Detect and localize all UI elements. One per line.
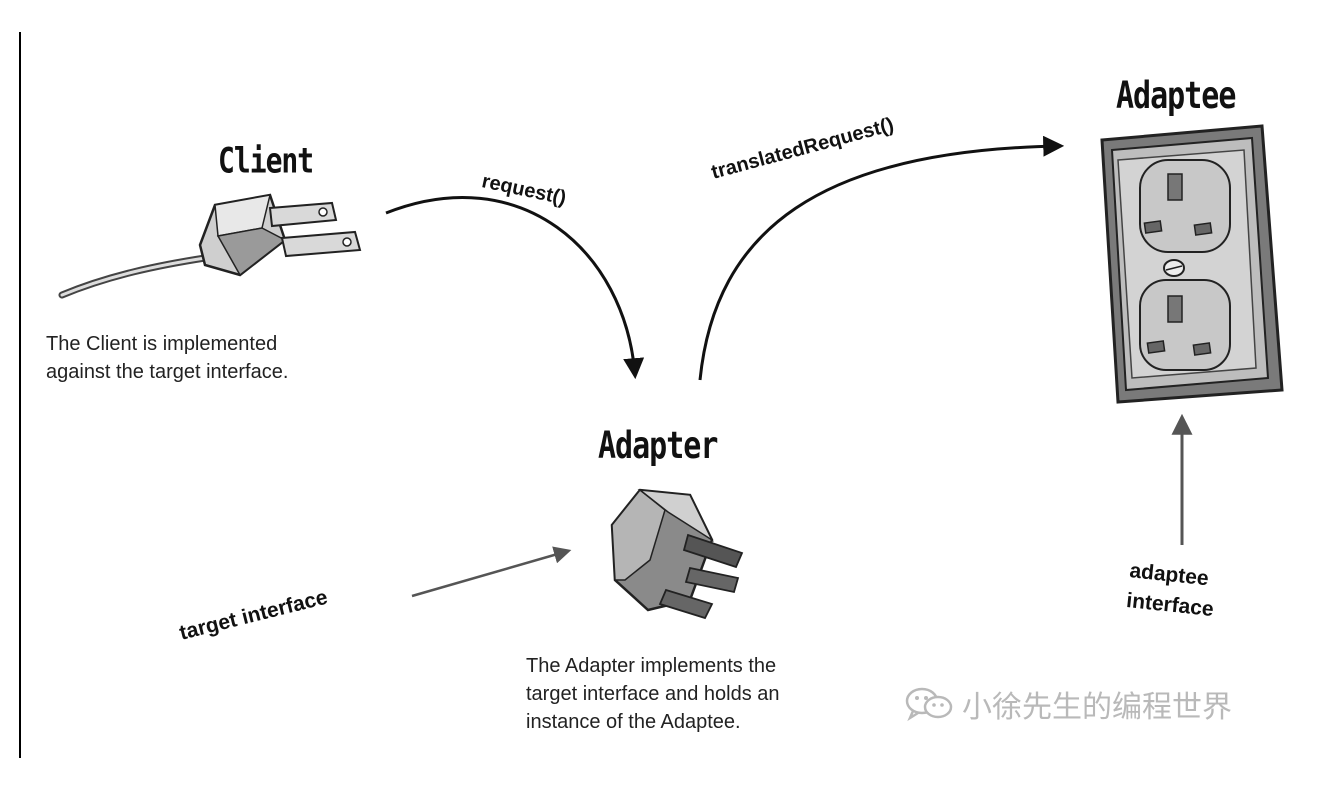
translated-request-arrow [698, 135, 1065, 381]
client-caption-line: against the target interface. [46, 361, 289, 383]
target-interface-arrow [411, 546, 572, 598]
adapter-caption-line: instance of the Adaptee. [526, 711, 741, 733]
adapter-plug-icon [610, 488, 744, 620]
client-caption: The Client is implemented against the ta… [46, 330, 288, 386]
adapter-caption: The Adapter implements the target interf… [526, 652, 780, 736]
adaptee-interface-label: adaptee interface [1125, 556, 1218, 625]
client-caption-line: The Client is implemented [46, 333, 278, 355]
adaptee-title: Adaptee [1116, 74, 1236, 118]
request-arrow [385, 196, 645, 380]
watermark-text: 小徐先生的编程世界 [962, 690, 1232, 725]
left-border-line [19, 32, 21, 758]
adapter-title: Adapter [598, 424, 718, 468]
client-title: Client [218, 140, 314, 182]
adapter-caption-line: The Adapter implements the [526, 655, 777, 677]
wechat-icon [904, 686, 956, 722]
adapter-caption-line: target interface and holds an [526, 683, 780, 705]
adaptee-outlet-icon [1100, 124, 1284, 404]
client-plug-icon [58, 193, 362, 299]
watermark: 小徐先生的编程世界 [904, 682, 1232, 726]
